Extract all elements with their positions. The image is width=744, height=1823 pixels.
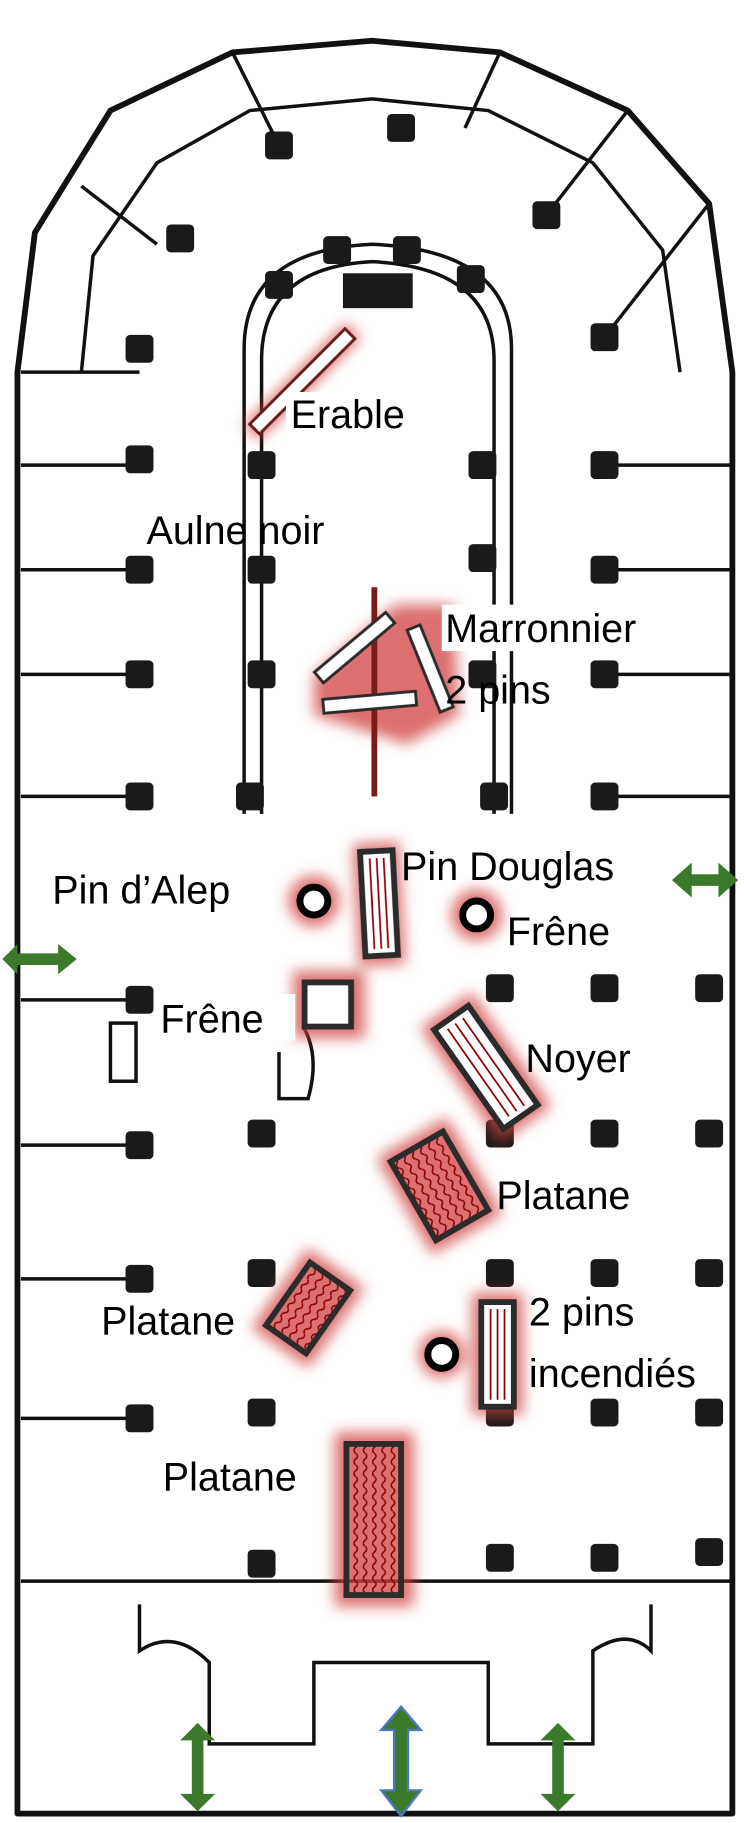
pillar [695,1538,724,1566]
pillar [695,974,724,1003]
pillar [247,1549,276,1578]
pillar [590,555,619,584]
pillar [590,1398,619,1427]
pillar [590,1119,619,1148]
exit-arrows [2,862,739,1818]
label-platane-3: Platane [163,1455,297,1499]
double-arrow-icon-east [671,862,739,898]
pillar [125,1264,154,1293]
stump-icon-frene-right [459,897,495,933]
pillar [590,1259,619,1287]
double-arrow-icon-west [2,944,77,975]
pillar [468,660,497,689]
pillar [125,334,154,363]
pillar [480,782,509,811]
stump-icon-frene-left [301,979,354,1030]
log-icon-erable [247,326,357,437]
pillar [590,451,619,480]
label-aulne-noir: Aulne noir [146,509,324,553]
pillar [125,782,154,811]
tree-labels: Erable Aulne noir Marronnier 2 pins Pin … [52,391,704,1499]
label-pin-douglas: Pin Douglas [401,845,614,889]
double-arrow-icon-south-main [378,1704,424,1818]
pillar [247,555,276,584]
label-erable: Erable [291,393,405,437]
pillar [387,114,416,142]
pillar [125,1131,154,1160]
stump-icon-platane-2 [262,1258,355,1358]
stump-icon-pin-alep [296,883,332,919]
pillar [485,1259,514,1287]
log-icon-marronnier-group [312,587,456,797]
pillar [468,544,497,573]
pillar [392,236,421,264]
label-frene-right: Frêne [507,910,610,954]
pillar [485,1543,514,1572]
label-platane-2: Platane [101,1300,235,1344]
pillar [247,660,276,689]
fallen-trees [247,326,542,1598]
pillars [125,114,724,1578]
pillar [695,1259,724,1287]
label-marronnier: Marronnier [445,607,636,651]
pillar [247,1259,276,1287]
double-arrow-icon-south-right [540,1722,576,1812]
pillar [468,451,497,480]
pillar [125,985,154,1014]
pillar [235,782,264,811]
pillar [456,265,485,294]
walls [14,37,736,1817]
label-pin-alep: Pin d’Alep [52,868,230,912]
pillar [125,660,154,689]
pillar [323,236,352,264]
pillar [485,974,514,1003]
log-icon-noyer [430,1001,542,1133]
pillar [695,1119,724,1148]
pillar [247,1119,276,1148]
pillar [590,1543,619,1572]
pillar [125,1404,154,1433]
pillar [247,1398,276,1427]
pillar [695,1398,724,1427]
label-noyer: Noyer [525,1037,630,1081]
label-2-pins: 2 pins [445,668,550,712]
double-arrow-icon-south-left [180,1722,216,1812]
pillar [125,445,154,474]
pillar [125,555,154,584]
pillar [590,782,619,811]
pillar [265,131,293,160]
pillar [166,224,195,253]
stump-icon-platane-1 [386,1127,493,1245]
label-platane-1: Platane [496,1174,630,1218]
pillar [590,974,619,1003]
log-icon-pin-douglas [356,847,402,960]
log-icon-deux-pins-incendies [478,1299,517,1410]
label-2-pins-incendies-line2: incendiés [529,1352,696,1396]
label-2-pins-incendies-line1: 2 pins [529,1290,634,1334]
label-frene-left: Frêne [160,997,263,1041]
pillar [265,270,293,299]
pillar [590,660,619,689]
stump-icon-pin-incendie [424,1336,460,1372]
pillar [532,201,561,230]
pillar [590,323,619,352]
stump-icon-platane-3 [343,1441,404,1598]
pillar [247,451,276,480]
